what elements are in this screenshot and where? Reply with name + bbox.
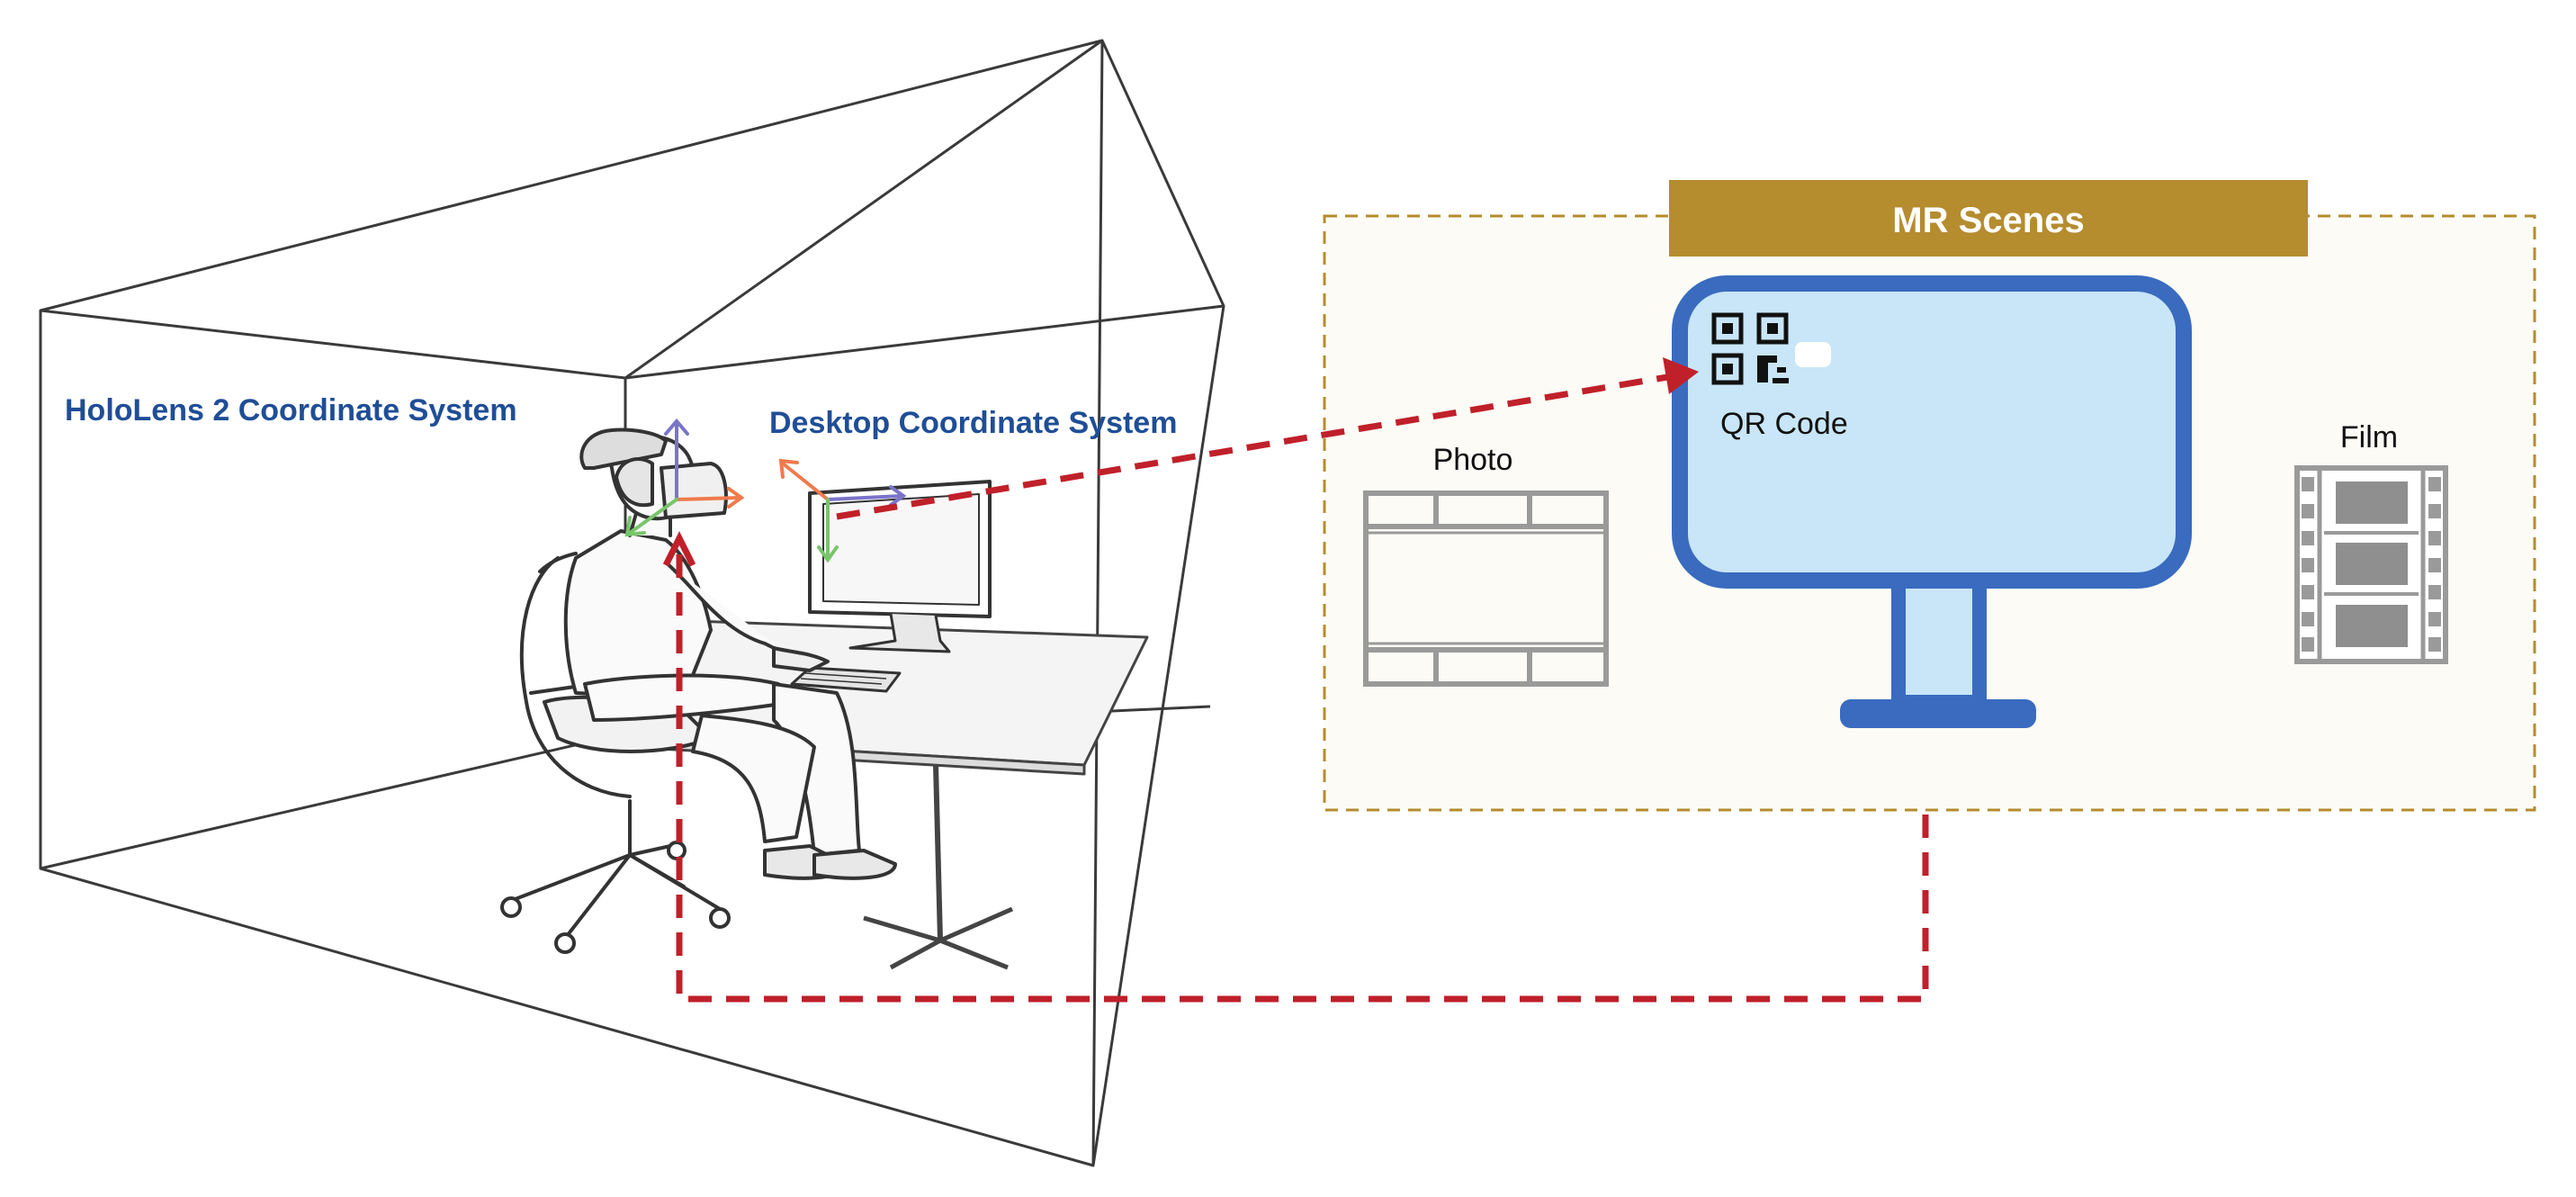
desktop-axes	[778, 458, 907, 563]
person-with-headset-icon	[563, 428, 897, 880]
qr-code-icon	[1711, 312, 1831, 385]
desktop-coordinate-label: Desktop Coordinate System	[769, 406, 1177, 440]
mr-scenes-banner	[1669, 180, 2308, 256]
qr-code-label: QR Code	[1720, 407, 1848, 441]
film-icon	[2294, 465, 2448, 664]
connector-desktop-to-qr	[836, 357, 1699, 520]
hololens-coordinate-label: HoloLens 2 Coordinate System	[65, 393, 517, 428]
photo-icon	[1363, 490, 1609, 687]
film-label: Film	[2340, 420, 2398, 454]
desktop-computer-icon	[790, 480, 992, 693]
connector-mr-to-hololens	[662, 531, 1929, 1003]
hololens-axes	[624, 418, 745, 537]
photo-label: Photo	[1433, 443, 1513, 477]
mr-scenes-title: MR Scenes	[1892, 201, 2084, 240]
